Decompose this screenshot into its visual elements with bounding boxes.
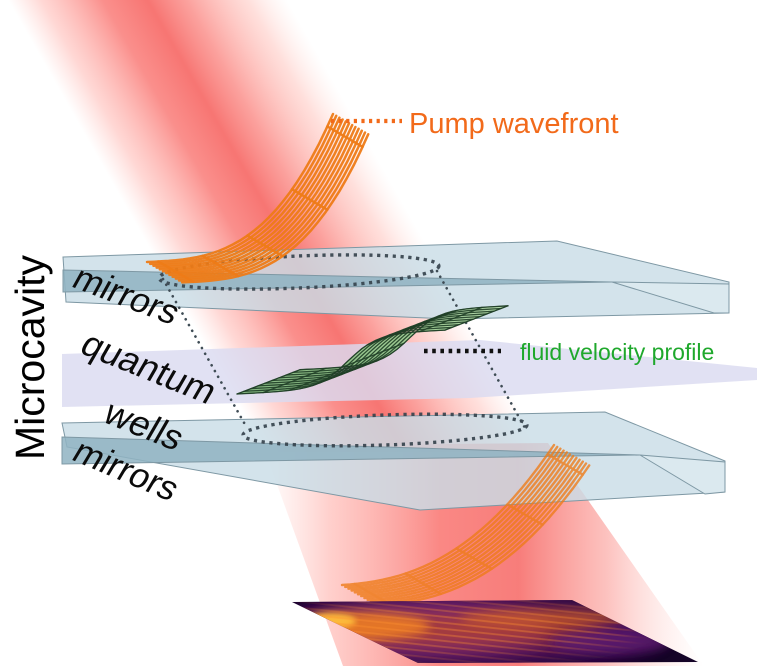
mesh-line xyxy=(444,305,509,331)
mesh-line xyxy=(201,254,240,278)
transmitted-wavefront-mesh xyxy=(340,443,591,607)
mesh-line xyxy=(546,453,584,476)
mirror-slab-bottom xyxy=(61,411,726,511)
mesh-line xyxy=(404,572,442,596)
mesh-line xyxy=(171,127,360,279)
pump-wavefront-mesh xyxy=(145,112,370,284)
mirror-bottom-dark-strip xyxy=(61,436,641,465)
mesh-line xyxy=(246,234,284,258)
mesh-line xyxy=(148,114,338,266)
fluid-velocity-label: fluid velocity profile xyxy=(520,339,714,365)
mesh-line xyxy=(145,112,335,264)
mesh-line xyxy=(340,443,556,587)
mesh-line xyxy=(506,503,544,526)
mode-outline-ellipse-top xyxy=(157,253,441,291)
pump-wavefront-label: Pump wavefront xyxy=(409,108,619,140)
mirror-bottom-wedge xyxy=(639,454,726,495)
mesh-line xyxy=(353,582,392,606)
mirror-top-wedge xyxy=(611,281,730,314)
mesh-line xyxy=(168,125,357,277)
mesh-line xyxy=(356,453,572,596)
mesh-line xyxy=(174,129,364,280)
mesh-line xyxy=(418,306,483,333)
mesh-line xyxy=(155,118,344,269)
mesh-line xyxy=(360,454,575,598)
mesh-line xyxy=(363,456,578,600)
mesh-line xyxy=(158,120,348,271)
mesh-line xyxy=(372,462,588,605)
mesh-line xyxy=(156,260,195,284)
mesh-line xyxy=(161,122,351,273)
mesh-line xyxy=(314,359,379,386)
mode-outline-ellipse-bottom xyxy=(241,412,529,448)
mesh-line xyxy=(340,342,405,369)
mesh-line xyxy=(288,365,353,392)
mesh-line xyxy=(326,125,364,149)
mesh-line xyxy=(152,116,341,267)
mesh-line xyxy=(376,464,591,607)
mesh-line xyxy=(366,458,581,601)
mesh-line xyxy=(455,547,493,570)
mesh-line xyxy=(290,188,329,211)
mesh-line xyxy=(369,460,584,603)
mesh-line xyxy=(392,309,457,336)
mesh-line xyxy=(347,447,562,590)
mesh-line xyxy=(344,445,559,589)
mesh-line xyxy=(236,369,301,395)
mesh-line xyxy=(262,367,327,394)
mesh-line xyxy=(180,133,370,284)
mesh-line xyxy=(164,123,354,275)
quantum-wells-plane xyxy=(62,340,757,407)
mesh-line xyxy=(350,449,565,592)
connector-dotted-left xyxy=(161,277,249,430)
fluid-velocity-mesh xyxy=(236,305,509,395)
microcavity-label: Microcavity xyxy=(7,254,53,460)
mesh-line xyxy=(353,451,568,594)
mesh-line xyxy=(177,131,367,282)
